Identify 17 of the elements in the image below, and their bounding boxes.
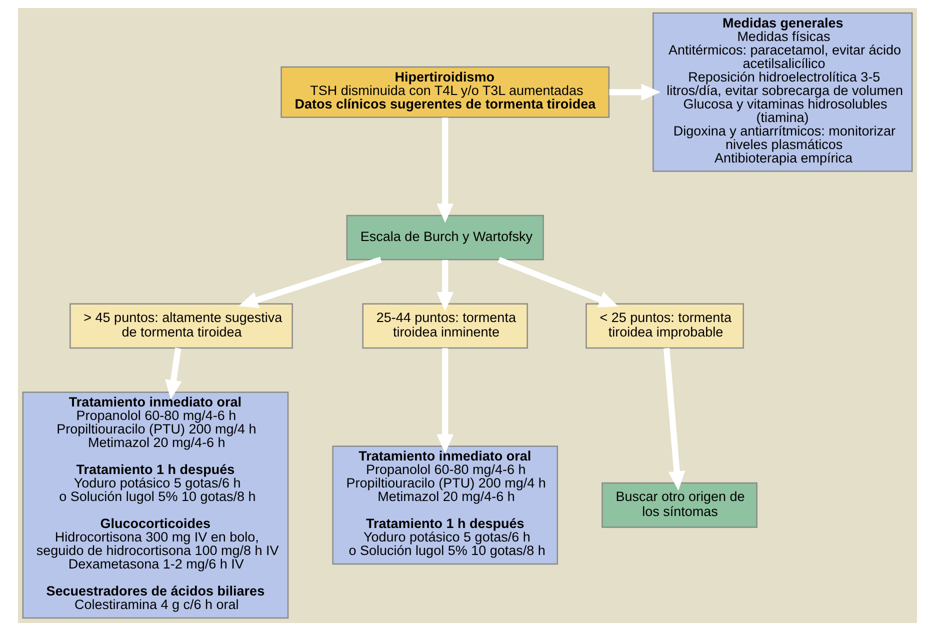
arrow: [662, 348, 685, 491]
node-box: Hipertiroidismo TSH disminuida con T4L y/o T3L aumentadas Datos clínicos sugerentes de tormenta tiroidea: [280, 66, 610, 118]
arrow: [436, 348, 454, 454]
arrow: [608, 84, 660, 101]
arrow: [164, 348, 182, 400]
node-box: > 45 puntos: altamente sugestiva de tormenta tiroidea: [69, 303, 292, 349]
node-box: Tratamiento inmediato oral Propanolol 60-80 mg/4-6 h Propiltiouracilo (PTU) 200 mg/4 h Metimazol 20 mg/4-6 h Tratamiento 1 h después Yoduro potásico 5 gotas/6 h o Solución lugol 5% 10 gotas/8 h Glucocorticoides Hidrocortisona 300 mg IV en bolo, seguido de hidrocortisona 100 mg/8 h IV Dexametasona 1-2 mg/6 h IV Secuestradores de ácidos biliares Colestiramina 4 g c/6 h oral: [22, 392, 288, 619]
arrow: [436, 260, 454, 312]
node-box: Medidas generales Medidas físicas Antitérmicos: paracetamol, evitar ácido acetilsalicílico Reposición hidroelectrolítica 3-5 litros/día, evitar sobrecarga de volumen Glucosa y vitaminas hidrosolubles (tiamina) Digoxina y antiarrítmicos: monitorizar niveles plasmáticos Antibioterapia empírica: [652, 12, 912, 172]
node-box: Tratamiento inmediato oral Propanolol 60-80 mg/4-6 h Propiltiouracilo (PTU) 200 mg/4 h Metimazol 20 mg/4-6 h Tratamiento 1 h después Yoduro potásico 5 gotas/6 h o Solución lugol 5% 10 gotas/8 h: [332, 446, 558, 565]
node-box: Buscar otro origen de los síntomas: [601, 482, 757, 528]
arrow: [238, 256, 382, 308]
arrow: [436, 118, 454, 223]
node-box: 25-44 puntos: tormenta tiroidea inminente: [362, 303, 528, 349]
node-box: < 25 puntos: tormenta tiroidea improbable: [585, 303, 744, 349]
node-box: Escala de Burch y Wartofsky: [346, 214, 544, 260]
arrow: [497, 256, 618, 308]
